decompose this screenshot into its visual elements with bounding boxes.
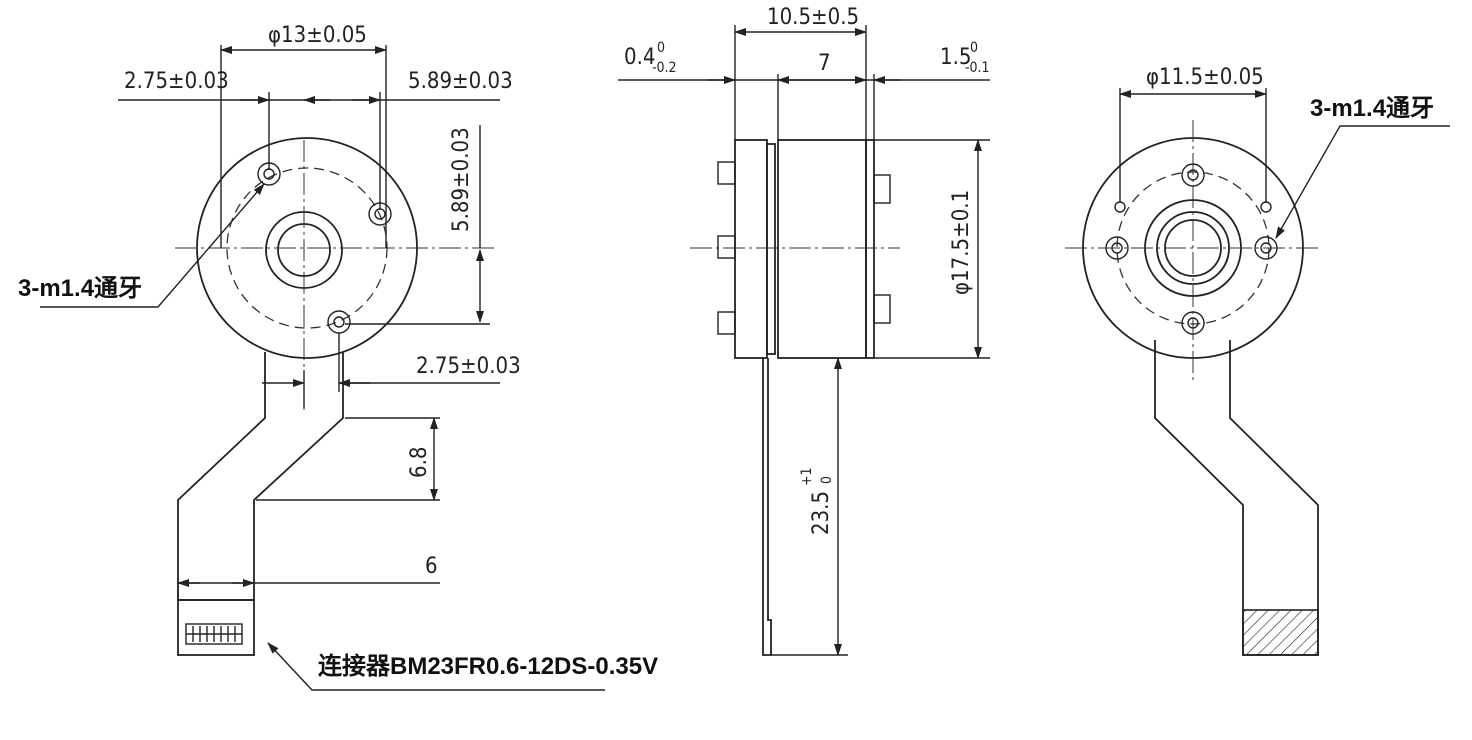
front-dim-offset-vertical: 5.89±0.03 xyxy=(449,127,474,232)
side-dim-fpc-length: 23.5 xyxy=(809,491,834,535)
rear-dim-diameter: φ11.5±0.05 xyxy=(1146,65,1264,90)
side-pcb xyxy=(766,143,776,355)
side-dim-rear-length: 1.5 xyxy=(940,45,971,70)
front-thread-note: 3-m1.4通牙 xyxy=(18,275,142,302)
side-dim-flange-tol-lower: -0.2 xyxy=(652,60,677,76)
front-view: φ13±0.05 2.75±0.03 5.89±0.03 5.89±0.03 2… xyxy=(18,23,658,691)
side-dim-flange: 0.4 xyxy=(624,45,655,70)
side-flange xyxy=(734,139,768,359)
connector-note: 连接器BM23FR0.6-12DS-0.35V xyxy=(318,652,658,680)
front-dim-fpc-length: 6.8 xyxy=(407,447,432,478)
rear-mount-hole xyxy=(1105,163,1278,335)
side-dim-flange-tol-upper: 0 xyxy=(657,40,665,56)
side-motor-body xyxy=(777,139,867,359)
side-dim-total-length: 10.5±0.5 xyxy=(767,5,859,30)
front-dim-offset-right: 5.89±0.03 xyxy=(408,69,513,94)
rear-fpc-tail xyxy=(1154,340,1319,656)
connector-body xyxy=(177,599,255,656)
front-dim-diameter: φ13±0.05 xyxy=(268,23,367,48)
side-dim-fpc-tol-lower: 0 xyxy=(819,476,835,484)
front-dim-fpc-width: 6 xyxy=(425,554,438,579)
side-fpc xyxy=(762,358,772,656)
rear-view: φ11.5±0.05 3-m1.4通牙 xyxy=(1065,65,1450,656)
side-dim-fpc-tol-upper: +1 xyxy=(799,467,815,486)
front-dim-offset-left: 2.75±0.03 xyxy=(124,69,229,94)
side-shaft-pads xyxy=(717,161,891,335)
front-fpc-tail xyxy=(177,352,344,601)
side-dim-body-diameter: φ17.5±0.1 xyxy=(949,190,974,295)
side-dim-body-length: 7 xyxy=(818,51,831,76)
side-rear-cap xyxy=(865,139,875,359)
side-dim-rear-tol-upper: 0 xyxy=(970,40,978,56)
side-view: 10.5±0.5 0.4 0 -0.2 7 1.5 0 -0.1 φ17.5±0… xyxy=(618,5,990,656)
front-dim-offset-bottom: 2.75±0.03 xyxy=(416,354,521,379)
side-dim-rear-tol-lower: -0.1 xyxy=(965,60,990,76)
rear-thread-note: 3-m1.4通牙 xyxy=(1310,95,1434,122)
rear-fpc-stiffener xyxy=(1242,609,1319,656)
connector-pins xyxy=(185,623,243,645)
